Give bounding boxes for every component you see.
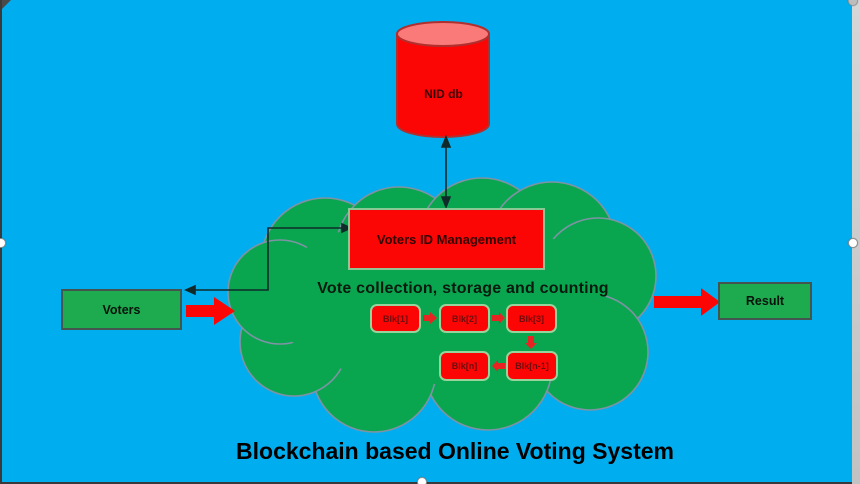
block-blk1: Blk[1] <box>370 304 421 333</box>
voters-box: Voters <box>61 289 182 330</box>
nid-database-cylinder <box>396 21 490 138</box>
resize-handle-top-right[interactable] <box>848 0 858 6</box>
nid-db-label: NID db <box>424 87 463 101</box>
arrow-blk3-down <box>525 336 537 349</box>
voters-id-management-box: Voters ID Management <box>348 208 545 270</box>
vote-collection-caption: Vote collection, storage and counting <box>317 280 609 297</box>
arrow-blk1-to-blk2 <box>423 312 437 324</box>
block-chain-arrows <box>423 312 537 372</box>
top-left-corner-mark <box>2 0 11 9</box>
resize-handle-right[interactable] <box>848 238 858 248</box>
voters-to-cloud-arrow <box>186 297 235 325</box>
cloud-to-result-arrow <box>654 288 720 316</box>
block-blkn: Blk[n] <box>439 351 490 381</box>
database-to-management-connector <box>440 134 452 210</box>
block-blk3: Blk[3] <box>506 304 557 333</box>
block-blk2: Blk[2] <box>439 304 490 333</box>
diagram-title: Blockchain based Online Voting System <box>236 438 674 464</box>
voters-to-management-connector <box>184 222 353 296</box>
resize-handle-bottom[interactable] <box>417 477 427 484</box>
arrow-blkn1-to-blkn <box>492 360 505 372</box>
voters-id-management-label: Voters ID Management <box>376 231 517 247</box>
result-box: Result <box>718 282 812 320</box>
arrow-blk2-to-blk3 <box>492 312 505 324</box>
block-blkn-1: Blk[n-1] <box>506 351 558 381</box>
resize-handle-left[interactable] <box>0 238 6 248</box>
